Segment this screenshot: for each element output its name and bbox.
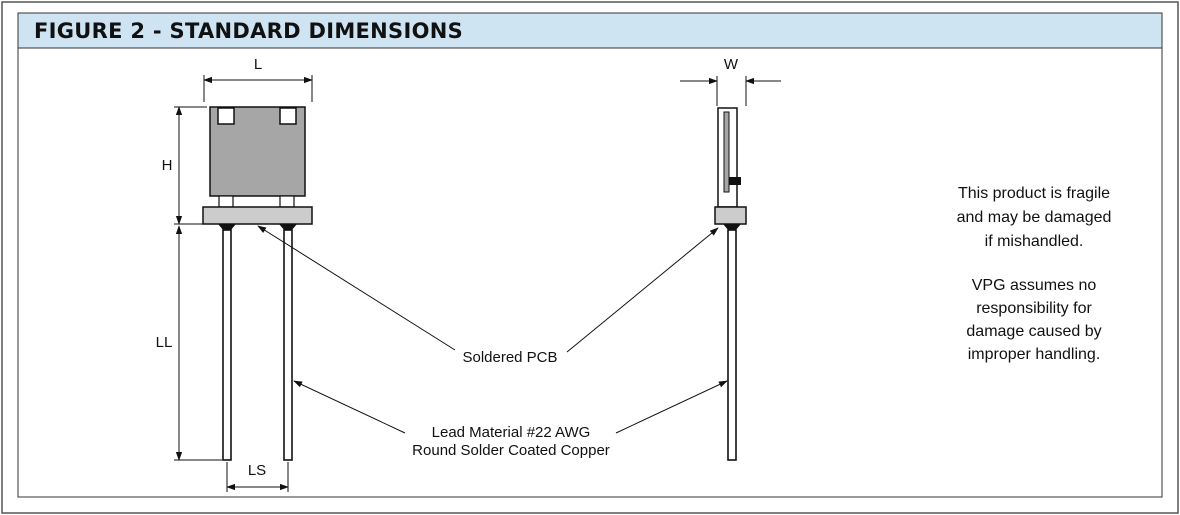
standoff-left <box>218 195 234 208</box>
fragile-line-2: and may be damaged <box>957 209 1112 226</box>
liability-line-3: damage caused by <box>966 323 1101 340</box>
header-band <box>17 12 1163 49</box>
panel-border <box>17 12 1163 498</box>
leader-pcb-front <box>257 225 456 351</box>
side-element <box>723 111 730 193</box>
terminal-tab-right <box>279 107 297 125</box>
dim-label-ll: LL <box>156 334 173 351</box>
liability-line-2: responsibility for <box>976 300 1092 317</box>
dim-label-l: L <box>254 56 262 73</box>
callout-pcb: Soldered PCB <box>462 349 557 366</box>
lead-left <box>222 229 232 461</box>
side-terminal <box>729 177 741 185</box>
pcb-side <box>714 206 747 225</box>
lead-side <box>727 229 737 461</box>
fragile-line-1: This product is fragile <box>958 185 1110 202</box>
dim-label-w: W <box>724 56 739 73</box>
liability-line-1: VPG assumes no <box>972 277 1097 294</box>
figure-title: FIGURE 2 - STANDARD DIMENSIONS <box>34 19 463 43</box>
callout-lead-line1: Lead Material #22 AWG <box>432 424 591 441</box>
leader-lead-front <box>293 380 406 434</box>
terminal-tab-left <box>217 107 235 125</box>
fragile-note: This product is fragile and may be damag… <box>957 185 1112 250</box>
standoff-right <box>279 195 295 208</box>
liability-line-4: improper handling. <box>968 346 1101 363</box>
liability-note: VPG assumes no responsibility for damage… <box>966 277 1101 363</box>
pcb-front <box>202 206 313 225</box>
leader-pcb-side <box>566 227 719 353</box>
lead-right <box>283 229 293 461</box>
leader-lead-side <box>615 380 728 434</box>
dim-label-h: H <box>162 157 173 174</box>
callout-lead-line2: Round Solder Coated Copper <box>412 442 610 459</box>
fragile-line-3: if mishandled. <box>985 233 1084 250</box>
dim-label-ls: LS <box>248 462 266 479</box>
